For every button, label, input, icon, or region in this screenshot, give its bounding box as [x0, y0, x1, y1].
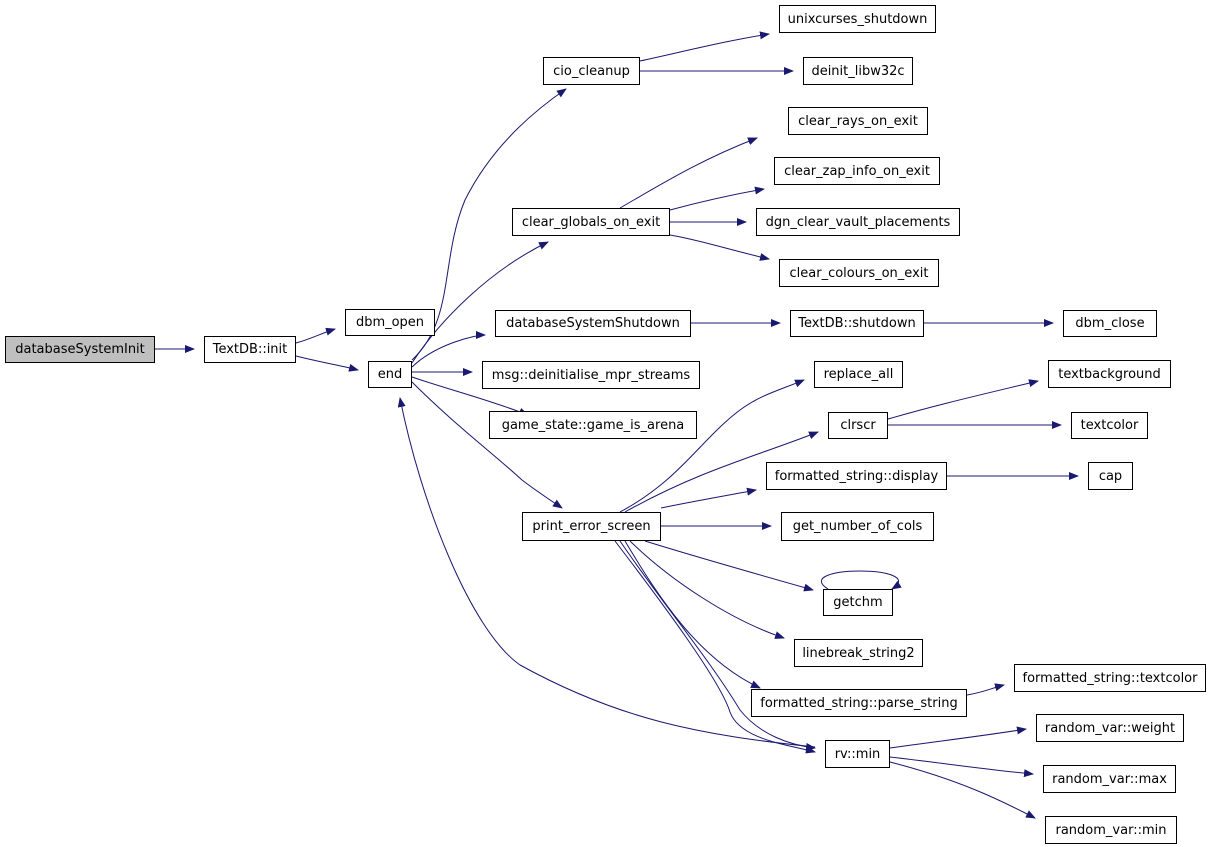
call-edge	[411, 381, 563, 509]
node-random-var-min[interactable]: random_var::min	[1045, 816, 1177, 844]
node-get-number-of-cols[interactable]: get_number_of_cols	[781, 512, 934, 541]
node-textbackground[interactable]: textbackground	[1048, 360, 1171, 388]
node-fs-parse-string[interactable]: formatted_string::parse_string	[751, 689, 967, 717]
call-edge	[614, 540, 816, 754]
call-edge-self-loop	[820, 570, 902, 590]
call-edge	[619, 540, 816, 751]
call-edge	[624, 540, 761, 689]
call-edge	[295, 355, 359, 372]
node-unixcurses-shutdown[interactable]: unixcurses_shutdown	[779, 5, 936, 33]
node-replace-all[interactable]: replace_all	[814, 361, 903, 388]
call-edge	[889, 756, 1034, 778]
node-end[interactable]: end	[368, 361, 412, 388]
node-cio-cleanup[interactable]: cio_cleanup	[543, 57, 640, 85]
call-edge	[295, 327, 336, 344]
call-edge	[887, 379, 1039, 420]
call-edge	[644, 540, 814, 592]
call-edge	[660, 487, 757, 509]
node-databasesysteminit: databaseSystemInit	[5, 336, 155, 363]
call-edge	[966, 683, 1005, 696]
node-dgn-clear-vault-placements[interactable]: dgn_clear_vault_placements	[756, 208, 960, 236]
call-edge	[411, 88, 567, 361]
node-dbm-close[interactable]: dbm_close	[1063, 310, 1157, 337]
node-databasesystemshutdown[interactable]: databaseSystemShutdown	[495, 310, 691, 337]
node-deinit-libw32c[interactable]: deinit_libw32c	[803, 57, 913, 85]
node-fs-display[interactable]: formatted_string::display	[766, 462, 947, 490]
call-edge	[619, 137, 758, 209]
call-edge	[397, 397, 816, 748]
node-textdb-init[interactable]: TextDB::init	[204, 336, 296, 363]
node-textcolor[interactable]: textcolor	[1071, 412, 1148, 439]
call-edge	[669, 234, 770, 261]
node-cap[interactable]: cap	[1088, 462, 1133, 490]
call-edge	[624, 431, 819, 513]
call-edge	[411, 331, 486, 368]
node-clear-globals-on-exit[interactable]: clear_globals_on_exit	[512, 208, 670, 236]
call-edge	[889, 726, 1027, 749]
call-edge	[889, 761, 1036, 819]
call-edge	[639, 31, 770, 62]
call-edge	[411, 241, 549, 364]
call-edge	[669, 186, 765, 211]
call-edge	[629, 540, 785, 639]
node-game-is-arena[interactable]: game_state::game_is_arena	[489, 411, 697, 439]
node-dbm-open[interactable]: dbm_open	[345, 309, 435, 336]
node-random-var-weight[interactable]: random_var::weight	[1036, 714, 1184, 742]
call-edge	[411, 376, 529, 416]
node-textdb-shutdown[interactable]: TextDB::shutdown	[790, 310, 924, 337]
node-rv-min[interactable]: rv::min	[825, 740, 890, 768]
node-random-var-max[interactable]: random_var::max	[1043, 765, 1176, 793]
node-clrscr[interactable]: clrscr	[828, 412, 888, 439]
node-fs-textcolor[interactable]: formatted_string::textcolor	[1014, 664, 1206, 692]
node-clear-zap-info-on-exit[interactable]: clear_zap_info_on_exit	[774, 157, 940, 185]
node-getchm[interactable]: getchm	[823, 589, 893, 616]
node-clear-rays-on-exit[interactable]: clear_rays_on_exit	[788, 107, 928, 135]
node-print-error-screen[interactable]: print_error_screen	[522, 512, 661, 541]
node-clear-colours-on-exit[interactable]: clear_colours_on_exit	[779, 259, 939, 287]
call-edge	[619, 379, 805, 513]
node-linebreak-string2[interactable]: linebreak_string2	[794, 639, 923, 667]
node-msg-deinitialise[interactable]: msg::deinitialise_mpr_streams	[482, 361, 700, 389]
